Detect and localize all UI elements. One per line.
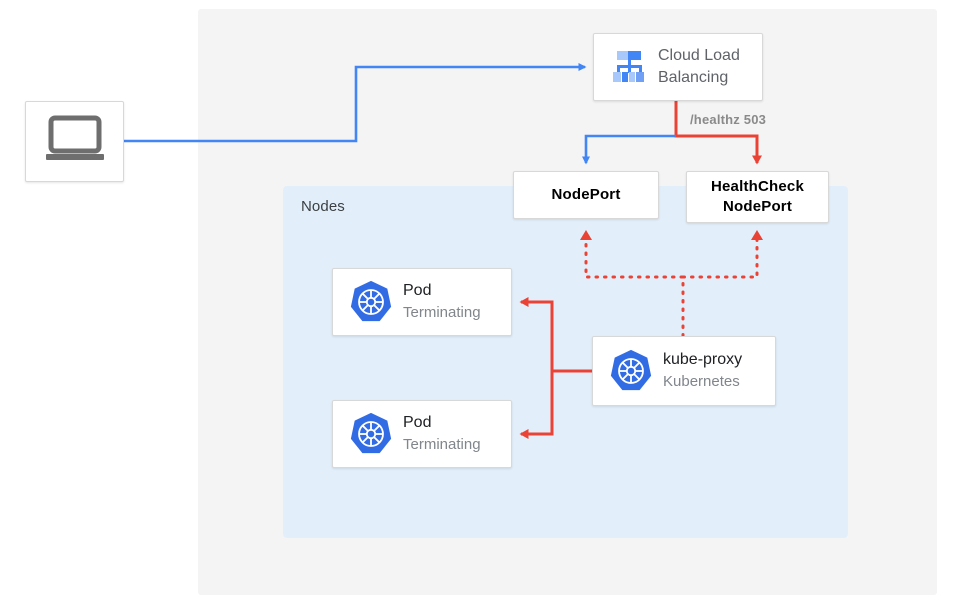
cloud-load-balancing-node[interactable]: Cloud Load Balancing xyxy=(593,33,763,101)
cloud-load-balancing-line2: Balancing xyxy=(658,69,729,86)
healthz-edge-label: /healthz 503 xyxy=(690,112,767,127)
healthcheck-nodeport-line1: HealthCheck xyxy=(710,178,805,195)
pod-node-1[interactable]: Pod Terminating xyxy=(332,268,512,336)
kube-proxy-text: kube-proxy Kubernetes xyxy=(663,349,742,393)
pod-2-subtitle: Terminating xyxy=(403,436,481,453)
edge-client-to-clb xyxy=(124,63,587,143)
kube-proxy-node[interactable]: kube-proxy Kubernetes xyxy=(592,336,776,406)
healthcheck-nodeport-node[interactable]: HealthCheck NodePort xyxy=(686,171,829,223)
pod-2-title: Pod xyxy=(403,414,432,431)
edge-clb-to-nodeport xyxy=(582,134,676,165)
edge-kubeproxy-to-healthcheck-nodeport xyxy=(681,230,763,279)
kubernetes-icon xyxy=(599,348,663,394)
kube-proxy-title: kube-proxy xyxy=(663,351,743,368)
healthcheck-nodeport-line2: NodePort xyxy=(722,198,793,215)
nodes-region-label: Nodes xyxy=(301,198,345,215)
pod-1-title: Pod xyxy=(403,282,432,299)
kubernetes-icon xyxy=(339,411,403,457)
cloud-load-balancing-text: Cloud Load Balancing xyxy=(658,45,740,89)
edge-kubeproxy-to-pod2 xyxy=(519,371,554,439)
laptop-icon xyxy=(44,115,106,168)
kube-proxy-subtitle: Kubernetes xyxy=(663,373,740,390)
pod-2-text: Pod Terminating xyxy=(403,412,481,456)
nodeport-label: NodePort xyxy=(551,186,621,203)
client-node[interactable] xyxy=(25,101,124,182)
kubernetes-icon xyxy=(339,279,403,325)
edge-clb-to-healthcheck xyxy=(674,101,762,165)
edge-kubeproxy-to-pod1 xyxy=(519,297,592,373)
nodeport-node[interactable]: NodePort xyxy=(513,171,659,219)
cloud-load-balancing-icon xyxy=(602,49,658,85)
cloud-load-balancing-line1: Cloud Load xyxy=(658,47,740,64)
pod-node-2[interactable]: Pod Terminating xyxy=(332,400,512,468)
pod-1-subtitle: Terminating xyxy=(403,304,481,321)
edge-kubeproxy-to-nodeport xyxy=(580,230,685,338)
healthcheck-nodeport-label: HealthCheck NodePort xyxy=(711,177,804,217)
pod-1-text: Pod Terminating xyxy=(403,280,481,324)
